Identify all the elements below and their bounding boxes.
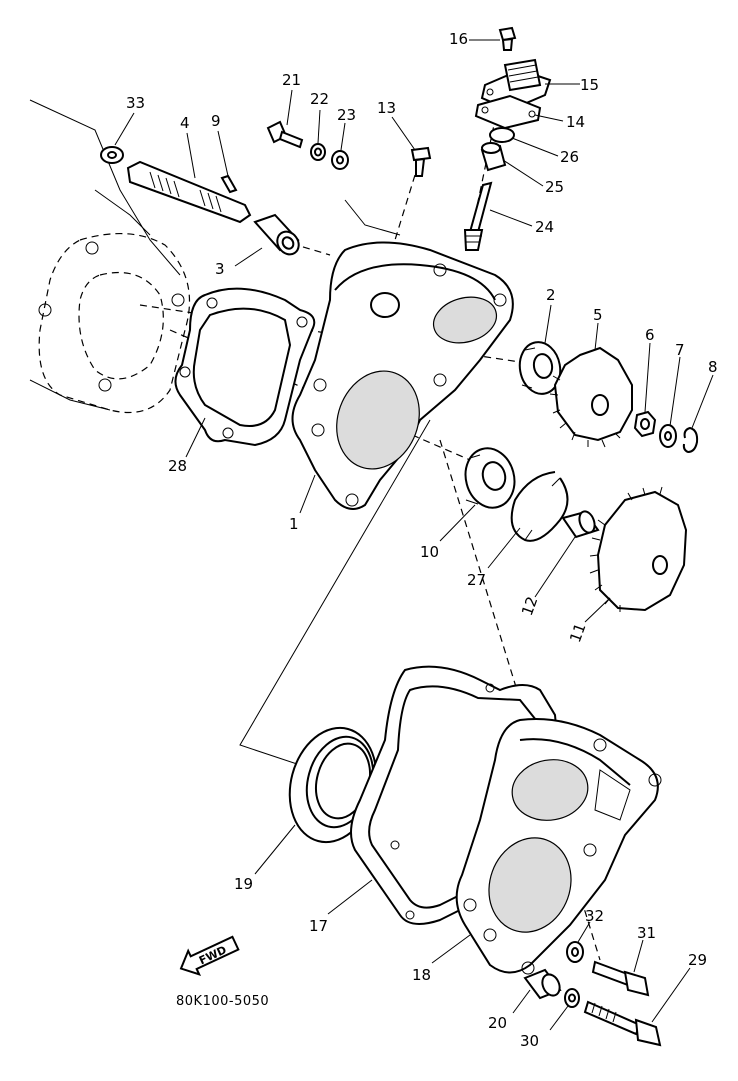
label-7: 7 <box>675 341 685 359</box>
gear-5 <box>549 346 633 448</box>
washer-7 <box>659 424 677 448</box>
washer-22 <box>310 143 326 161</box>
oring-26 <box>489 127 515 143</box>
circlip-27 <box>510 471 569 542</box>
cover-18 <box>455 718 662 975</box>
label-31: 31 <box>637 924 656 942</box>
label-20: 20 <box>488 1014 507 1032</box>
label-1: 1 <box>289 515 299 533</box>
bushing-25 <box>480 142 507 172</box>
label-16: 16 <box>449 30 468 48</box>
label-22: 22 <box>310 90 329 108</box>
label-32: 32 <box>585 907 604 925</box>
label-17: 17 <box>309 917 328 935</box>
bolt-21 <box>266 120 304 149</box>
label-8: 8 <box>708 358 718 376</box>
gasket-14 <box>474 94 542 130</box>
oil-seal-19 <box>288 726 378 844</box>
label-5: 5 <box>593 306 603 324</box>
dowel-12 <box>561 510 600 539</box>
engine-case-outline <box>29 99 191 414</box>
bolt-31 <box>591 960 650 997</box>
label-26: 26 <box>560 148 579 166</box>
label-33: 33 <box>126 94 145 112</box>
pin-9 <box>220 174 238 194</box>
label-27: 27 <box>467 571 486 589</box>
collar-3 <box>253 213 300 256</box>
label-9: 9 <box>211 112 221 130</box>
label-29: 29 <box>688 951 707 969</box>
forward-arrow-icon: FWD <box>179 935 240 977</box>
shaft-4 <box>126 160 252 224</box>
shaft-24 <box>463 181 493 251</box>
dowel-20 <box>523 968 562 1000</box>
bearing-2 <box>518 341 562 395</box>
diagram-code: 80K100-5050 <box>176 994 269 1009</box>
nut-6 <box>633 410 657 438</box>
label-13: 13 <box>377 99 396 117</box>
washer-30 <box>564 988 580 1008</box>
label-12: 12 <box>518 594 541 618</box>
label-30: 30 <box>520 1032 539 1050</box>
gear-11 <box>589 486 688 612</box>
part-number-labels: 33 4 9 21 22 23 13 16 15 14 26 25 24 3 2… <box>126 30 718 1050</box>
washer-33 <box>100 146 124 164</box>
bolt-29 <box>583 1000 662 1047</box>
label-6: 6 <box>645 326 655 344</box>
label-23: 23 <box>337 106 356 124</box>
washer-23 <box>331 150 349 170</box>
label-24: 24 <box>535 218 554 236</box>
label-4: 4 <box>180 114 190 132</box>
leader-lines <box>114 39 714 1031</box>
label-3: 3 <box>215 260 225 278</box>
screw-13 <box>410 146 432 177</box>
bearing-10 <box>464 447 516 509</box>
housing-1 <box>291 241 514 510</box>
label-15: 15 <box>580 76 599 94</box>
label-19: 19 <box>234 875 253 893</box>
label-2: 2 <box>546 286 556 304</box>
label-21: 21 <box>282 71 301 89</box>
screw-16 <box>498 26 517 51</box>
washer-32 <box>566 941 584 963</box>
label-10: 10 <box>420 543 439 561</box>
label-14: 14 <box>566 113 585 131</box>
label-28: 28 <box>168 457 187 475</box>
label-25: 25 <box>545 178 564 196</box>
label-18: 18 <box>412 966 431 984</box>
clip-8 <box>682 426 699 454</box>
gasket-28 <box>174 287 316 447</box>
label-11: 11 <box>566 621 589 645</box>
